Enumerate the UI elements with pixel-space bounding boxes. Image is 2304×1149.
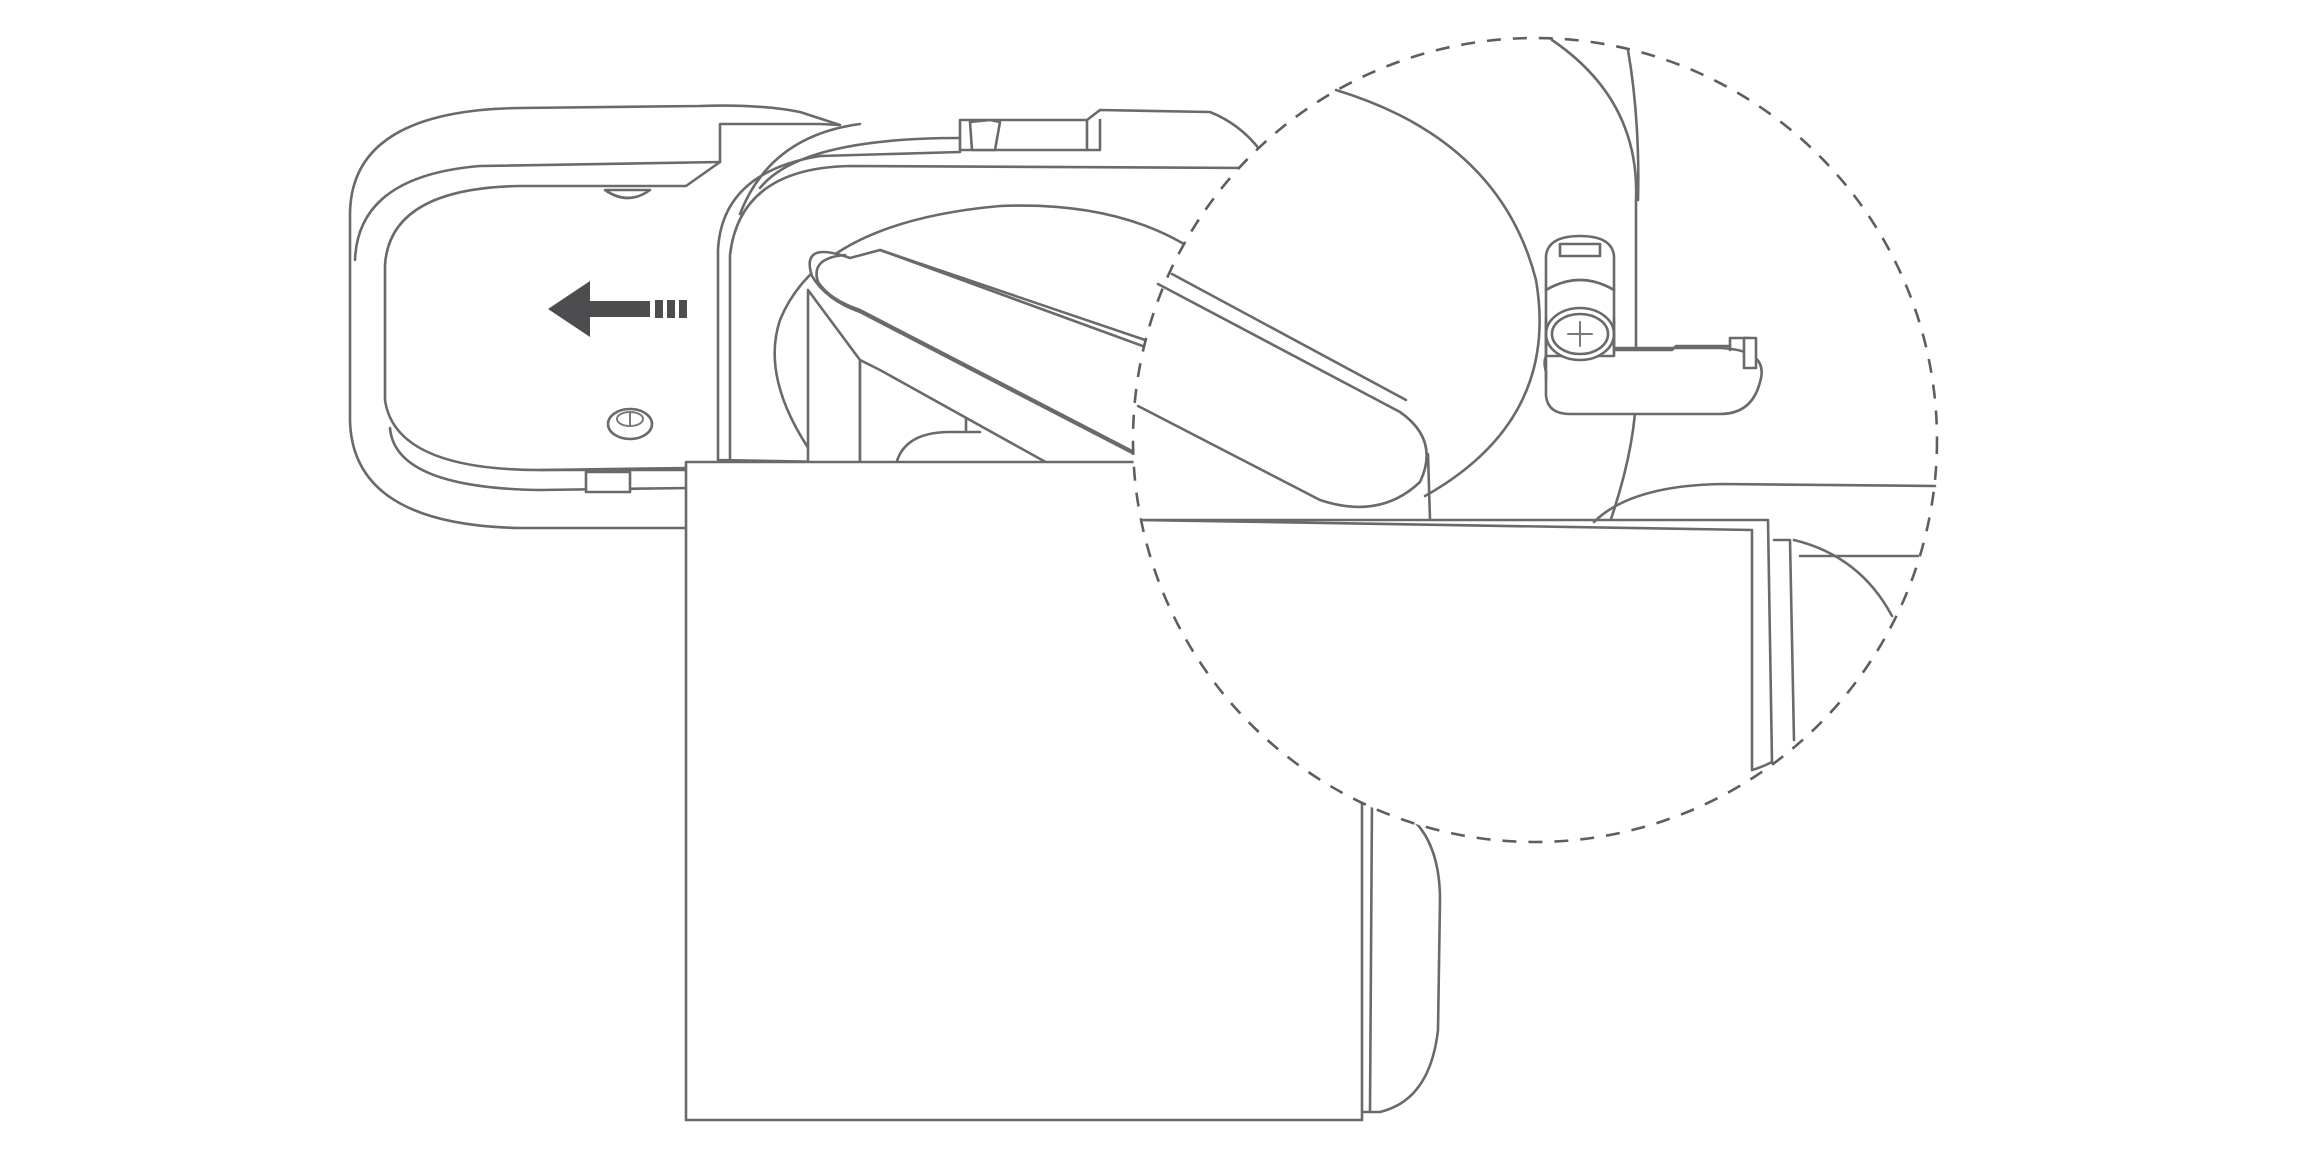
detail-callout [1131,36,1939,844]
callout-circle [1131,36,1939,844]
screw-head-top [603,188,652,200]
clip-tab [584,470,632,494]
screw-head-bottom [606,407,654,441]
phillips-screw-icon [1544,306,1616,362]
arrow-left-icon [548,281,687,337]
top-latch [968,118,1002,152]
back-housing [348,104,842,530]
latch-mechanism [1543,234,1763,416]
